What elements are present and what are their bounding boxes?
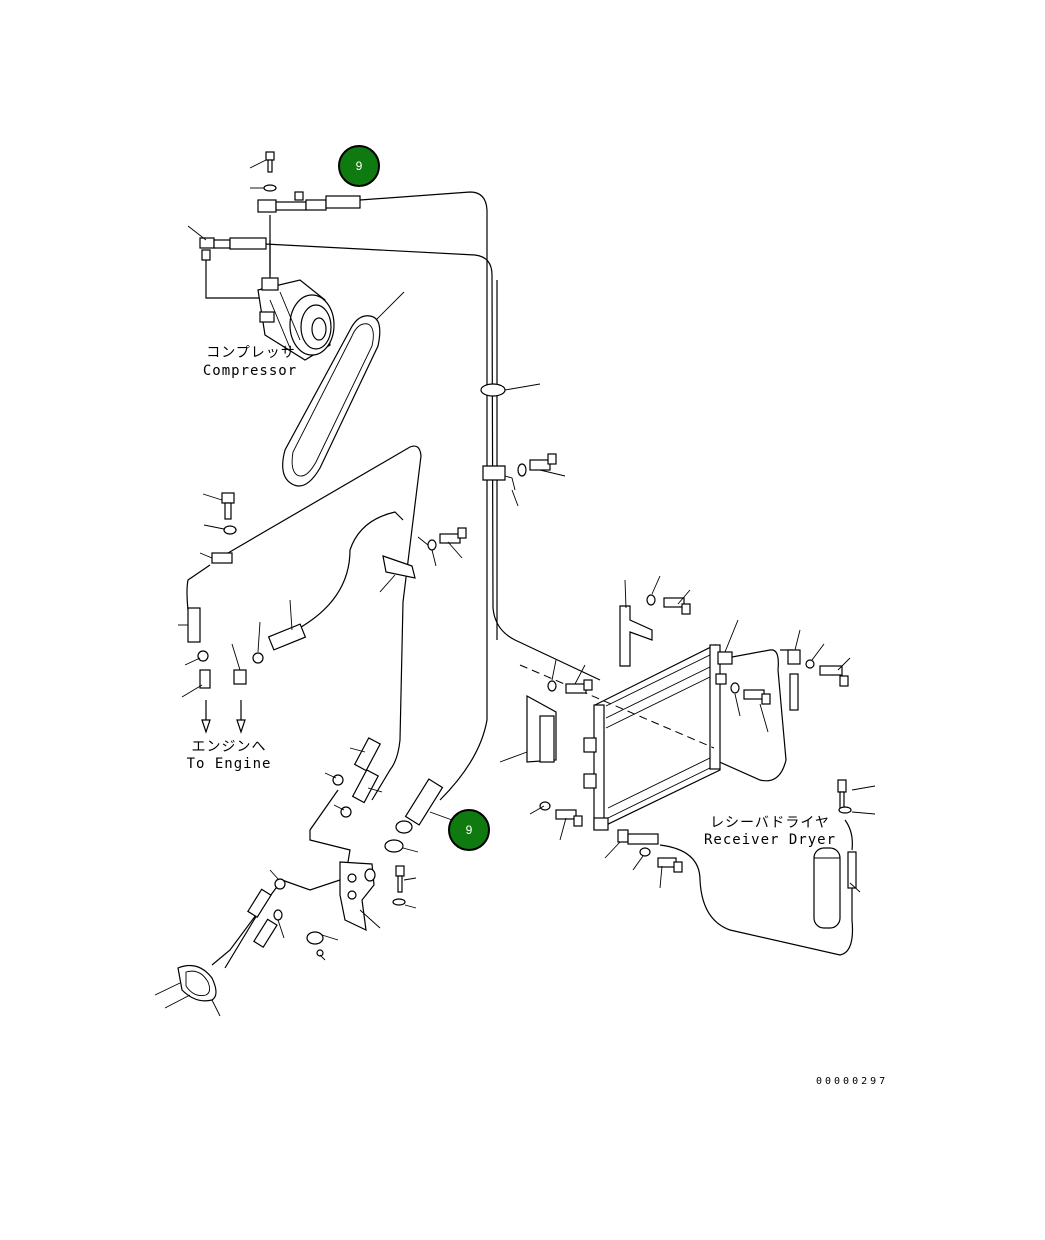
middle-clamp — [379, 527, 467, 593]
callout-part-9-bottom[interactable]: 9 — [448, 809, 490, 851]
drawing-reference-number: 00000297 — [816, 1076, 889, 1087]
compressor — [257, 277, 335, 361]
receiver-dryer — [813, 779, 876, 929]
compressor-label-en: Compressor — [202, 363, 298, 379]
receiver-dryer-label-jp: レシーバドライヤ — [710, 815, 830, 831]
hose-clamps — [480, 383, 566, 507]
drive-belt — [282, 315, 381, 487]
engine-label-jp: エンジンへ — [191, 739, 267, 755]
engine-label-en: To Engine — [186, 756, 272, 772]
receiver-fittings — [604, 629, 851, 889]
callout-part-9-top[interactable]: 9 — [338, 145, 380, 187]
compressor-label-jp: コンプレッサ — [206, 345, 296, 361]
duct-outlet — [154, 965, 221, 1017]
hose-lines — [186, 191, 854, 969]
callout-number: 9 — [355, 159, 363, 173]
lower-fittings — [247, 737, 453, 961]
left-fittings — [178, 492, 307, 734]
callout-number: 9 — [465, 823, 473, 837]
condenser — [499, 575, 771, 841]
receiver-dryer-label-en: Receiver Dryer — [703, 832, 837, 848]
top-fittings — [187, 151, 405, 321]
